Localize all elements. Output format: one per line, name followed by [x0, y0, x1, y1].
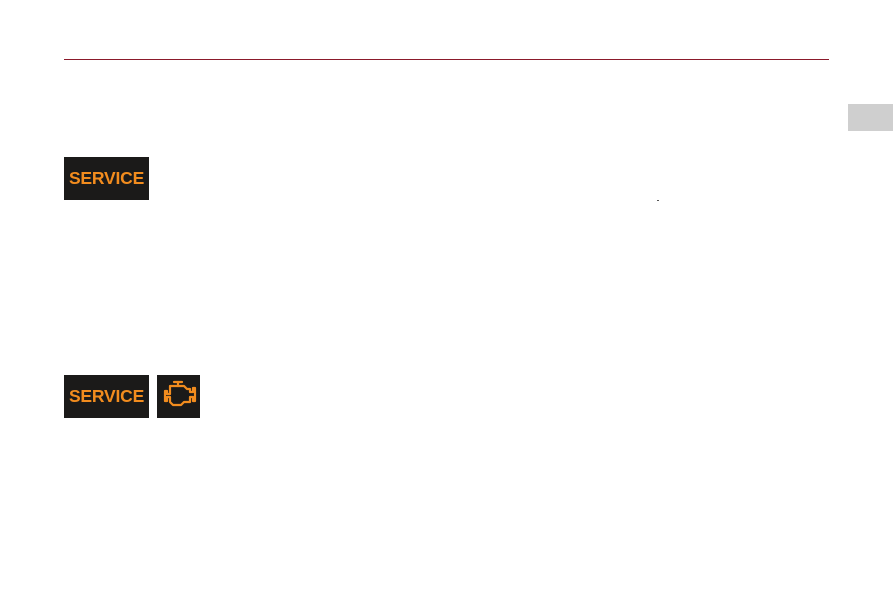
check-engine-icon: [160, 379, 198, 414]
service-label-2: SERVICE: [68, 386, 145, 406]
service-indicator-2: SERVICE: [64, 375, 149, 418]
service-label: SERVICE: [68, 168, 145, 188]
header-rule: [64, 59, 829, 60]
section-tab: [848, 104, 893, 131]
print-speck: [657, 200, 659, 201]
check-engine-indicator: [157, 375, 200, 418]
service-indicator: SERVICE: [64, 157, 149, 200]
